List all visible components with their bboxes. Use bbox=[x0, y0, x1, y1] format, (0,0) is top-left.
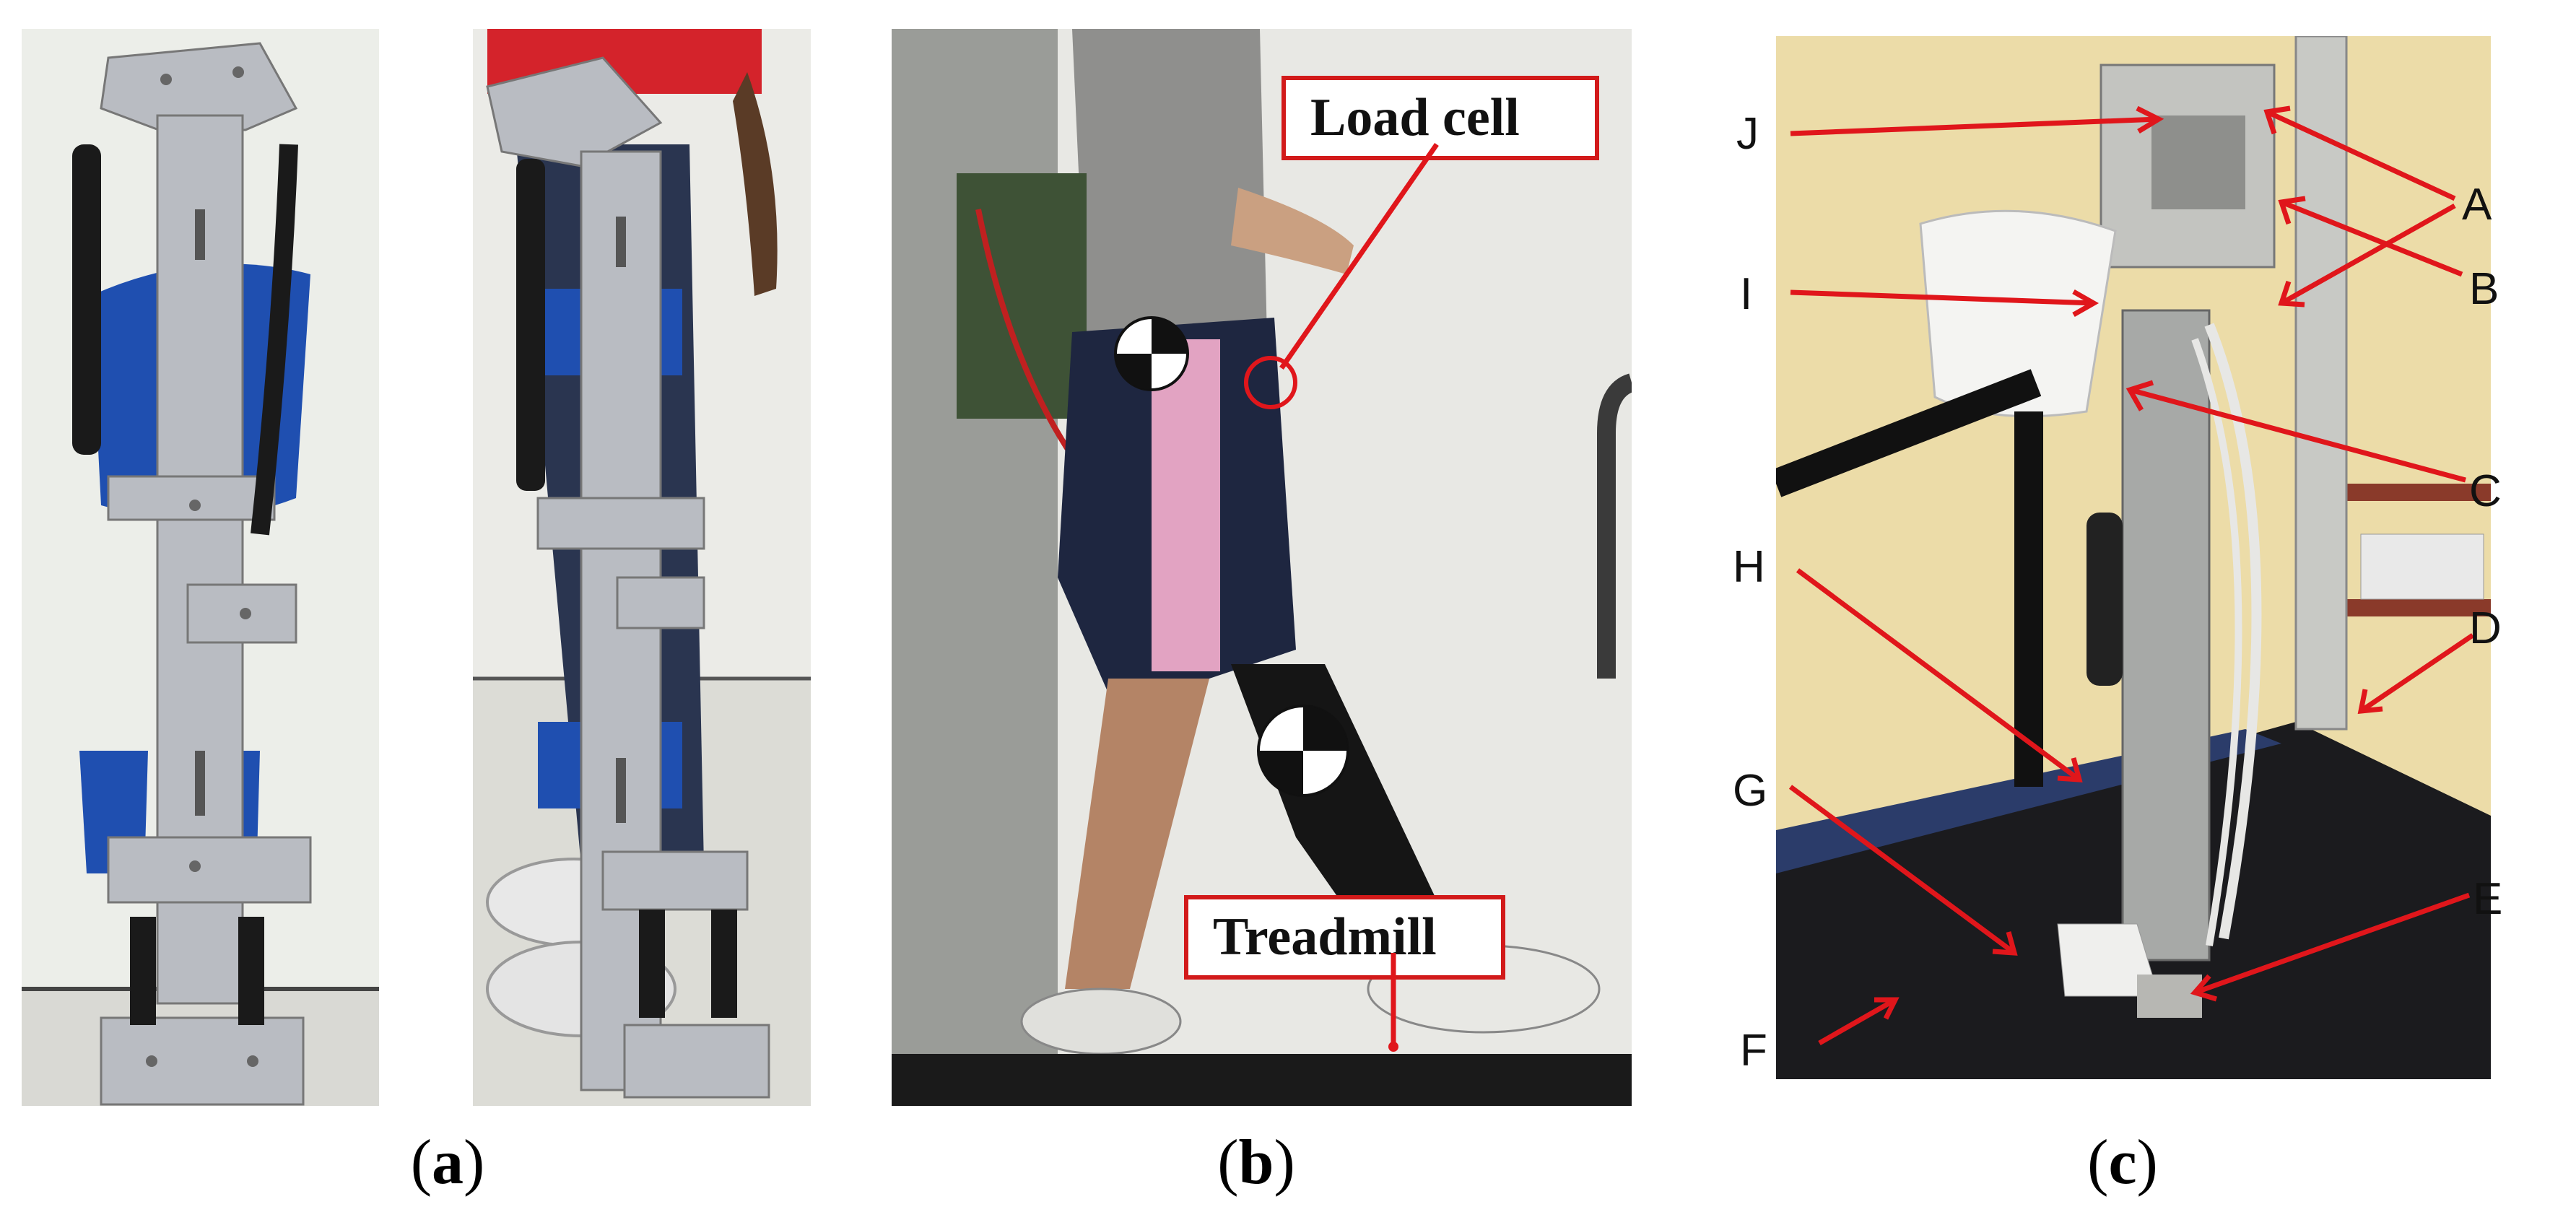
label-g: G bbox=[1733, 766, 1768, 816]
exoskeleton-front-view-image bbox=[22, 29, 379, 1106]
arrow-f bbox=[1818, 997, 1897, 1046]
label-j: J bbox=[1736, 109, 1759, 159]
load-cell-leader bbox=[1279, 143, 1439, 370]
arrowhead-j bbox=[2136, 105, 2164, 134]
arrowhead-c bbox=[2125, 380, 2154, 411]
label-i: I bbox=[1740, 269, 1753, 319]
arrow-i bbox=[1790, 289, 2094, 306]
arrow-a-2 bbox=[2280, 203, 2456, 306]
arrow-c bbox=[2129, 387, 2466, 483]
arrow-h bbox=[1796, 568, 2081, 782]
arrow-d bbox=[2359, 633, 2474, 713]
label-a: A bbox=[2462, 180, 2492, 230]
arrow-e bbox=[2193, 892, 2471, 995]
arrowhead-h bbox=[2057, 757, 2083, 782]
exoskeleton-test-rig-image bbox=[1776, 36, 2491, 1079]
arrowhead-e bbox=[2190, 974, 2218, 1002]
caption-b: (b) bbox=[1217, 1128, 1295, 1198]
treadmill-label: Treadmill bbox=[1184, 895, 1505, 980]
arrowhead-i bbox=[2072, 289, 2099, 318]
arrowhead-b bbox=[2278, 196, 2306, 225]
label-h: H bbox=[1733, 542, 1765, 592]
arrow-g bbox=[1788, 785, 2016, 955]
arrowhead-d bbox=[2357, 689, 2383, 714]
label-f: F bbox=[1740, 1026, 1767, 1076]
panel-a-side-photo bbox=[473, 29, 811, 1106]
label-c: C bbox=[2469, 466, 2502, 516]
label-e: E bbox=[2473, 874, 2503, 924]
arrow-j bbox=[1790, 116, 2159, 136]
label-b: B bbox=[2469, 264, 2499, 314]
label-d: D bbox=[2469, 603, 2502, 653]
arrowhead-a-1 bbox=[2263, 105, 2291, 135]
caption-c: (c) bbox=[2087, 1128, 2158, 1198]
load-cell-label: Load cell bbox=[1282, 76, 1599, 160]
treadmill-leader-dot bbox=[1388, 1042, 1398, 1052]
arrowhead-f bbox=[1874, 997, 1900, 1020]
panel-a-front-photo bbox=[22, 29, 379, 1106]
arrow-b bbox=[2280, 199, 2463, 277]
arrow-a-1 bbox=[2266, 109, 2456, 201]
caption-a: (a) bbox=[410, 1128, 485, 1198]
panel-c-test-rig-photo bbox=[1776, 36, 2491, 1079]
arrowhead-a-2 bbox=[2278, 280, 2305, 308]
arrowhead-g bbox=[1992, 931, 2018, 956]
exoskeleton-worn-side-view-image bbox=[473, 29, 811, 1106]
